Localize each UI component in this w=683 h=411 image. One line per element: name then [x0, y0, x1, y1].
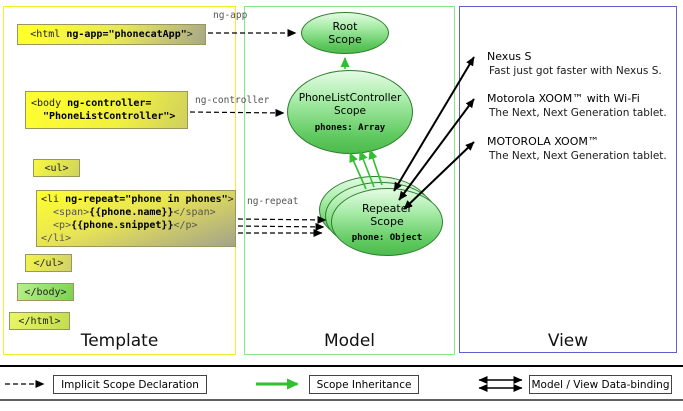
code-text: </body>	[24, 286, 67, 298]
code-text: <ul>	[44, 162, 69, 174]
code-body-open-tag: <body ng-controller= "PhoneListControlle…	[25, 91, 188, 129]
scope-name-line: Repeater	[361, 201, 412, 215]
code-line: <p>{{phone.snippet}}</p>	[41, 219, 235, 232]
code-directive: ng-repeat="phone in phones"	[65, 193, 228, 205]
code-expression: {{phone.snippet}}	[71, 219, 174, 231]
code-text: <li	[41, 193, 66, 205]
code-expression: {{phone.name}}	[89, 206, 174, 218]
code-line: </li>	[41, 232, 235, 245]
code-text: </ul>	[33, 257, 64, 269]
code-line: <span>{{phone.name}}</span>	[41, 206, 235, 219]
code-line: "PhoneListController">	[31, 110, 187, 123]
code-html-close-tag: </html>	[9, 312, 70, 330]
phone-name: Nexus S	[487, 50, 532, 63]
phone-name: Motorola XOOM™ with Wi-Fi	[487, 92, 640, 105]
legend-implicit-scope-declaration: Implicit Scope Declaration	[53, 375, 207, 394]
legend-label: Scope Inheritance	[316, 378, 412, 391]
view-item-phone: MOTOROLA XOOM™ The Next, Next Generation…	[487, 135, 673, 163]
code-li-repeat-block: <li ng-repeat="phone in phones"> <span>{…	[36, 190, 236, 247]
code-line: <ul>	[44, 162, 68, 175]
code-text: </li>	[41, 232, 72, 244]
code-text: </html>	[18, 315, 61, 327]
code-ul-open-tag: <ul>	[33, 159, 80, 177]
phone-snippet: The Next, Next Generation tablet.	[489, 107, 667, 119]
view-item-phone: Motorola XOOM™ with Wi-Fi The Next, Next…	[487, 92, 673, 120]
legend-scope-inheritance: Scope Inheritance	[309, 375, 419, 394]
code-text: </p>	[173, 219, 198, 231]
code-line: </html>	[18, 315, 60, 328]
scope-name-line: PhoneListController	[298, 91, 402, 104]
code-line: <li ng-repeat="phone in phones">	[41, 193, 235, 206]
scope-name-line: Root	[332, 20, 358, 33]
code-line: </ul>	[33, 257, 63, 270]
code-ul-close-tag: </ul>	[25, 254, 72, 272]
legend-label: Implicit Scope Declaration	[61, 378, 199, 391]
code-text: <span>	[41, 206, 90, 218]
ng-app-arrow-label: ng-app	[213, 10, 248, 21]
legend-label: Model / View Data-binding	[531, 378, 670, 391]
code-directive: ng-app="phonecatApp"	[66, 29, 187, 40]
ng-repeat-arrow-label: ng-repeat	[247, 196, 299, 207]
controller-scope-property: phones: Array	[314, 122, 386, 133]
code-line: <html ng-app="phonecatApp">	[30, 28, 193, 41]
code-line: <body ng-controller=	[31, 97, 187, 110]
view-panel-label: View	[547, 331, 589, 351]
code-body-close-tag: </body>	[17, 283, 74, 301]
model-panel-label: Model	[323, 331, 376, 351]
code-html-open-tag: <html ng-app="phonecatApp">	[17, 24, 206, 45]
template-panel	[3, 6, 236, 355]
ng-controller-arrow-label: ng-controller	[195, 95, 270, 106]
code-text: <p>	[41, 219, 72, 231]
repeater-scope-property: phone: Object	[351, 232, 423, 243]
scope-name-line: Scope	[370, 214, 404, 228]
view-item-phone: Nexus S Fast just got faster with Nexus …	[487, 50, 673, 78]
scope-name-line: Scope	[334, 104, 366, 117]
template-panel-label: Template	[80, 331, 159, 351]
code-line: </body>	[24, 286, 66, 299]
scope-name-line: Scope	[328, 33, 362, 46]
phone-snippet: The Next, Next Generation tablet.	[489, 150, 667, 162]
legend-model-view-databinding: Model / View Data-binding	[529, 375, 672, 394]
code-text: >	[227, 193, 234, 205]
phone-snippet: Fast just got faster with Nexus S.	[489, 65, 662, 77]
phone-name: MOTOROLA XOOM™	[487, 135, 599, 148]
code-text: <html	[30, 29, 67, 40]
code-directive: "PhoneListController">	[43, 111, 176, 122]
code-text: <body	[31, 98, 68, 109]
code-text: >	[186, 29, 193, 40]
code-directive: ng-controller=	[67, 98, 152, 109]
view-panel	[459, 6, 677, 353]
code-text: </span>	[173, 206, 216, 218]
